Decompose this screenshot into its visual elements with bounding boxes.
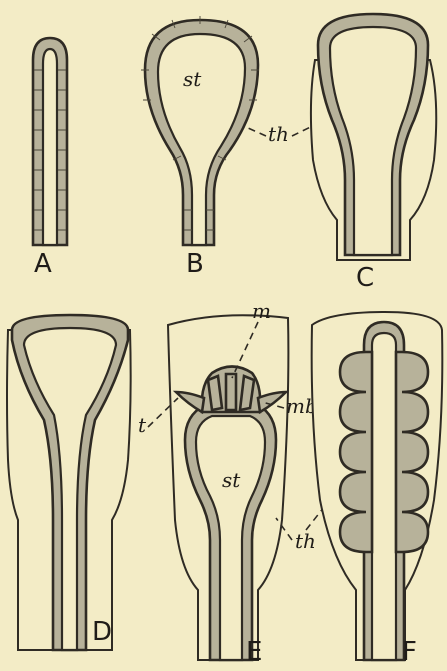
figure-a-cavity xyxy=(43,49,57,245)
label-th-e: th xyxy=(295,529,316,553)
panel-letter-a: A xyxy=(34,249,52,279)
panel-letter-d: D xyxy=(92,617,112,647)
figure-f-mesentery-folds-left xyxy=(340,352,372,552)
figure-f-mesentery-folds-right xyxy=(396,352,428,552)
panel-letter-e: E xyxy=(246,637,262,667)
figure-f-central-cavity xyxy=(372,333,396,660)
panel-letter-b: B xyxy=(186,249,204,279)
label-st-e: st xyxy=(222,468,241,492)
label-m-e: m xyxy=(252,299,271,323)
figure-e-tentacle-stage: m t st E xyxy=(138,299,288,667)
panel-letter-c: C xyxy=(356,263,374,293)
panel-letter-f: F xyxy=(402,637,417,667)
figure-c-theca-stage: C xyxy=(311,14,436,293)
label-th-b: th xyxy=(268,122,289,146)
label-st-b: st xyxy=(183,67,202,91)
label-t-e: t xyxy=(138,413,147,437)
figure-d-elongated-stage: D xyxy=(7,315,131,650)
figure-a-hydroid-bud: A xyxy=(33,38,67,279)
figure-f-mesentery-stage: F xyxy=(312,312,443,667)
figure-b-polyp-stage: st B xyxy=(141,16,259,279)
